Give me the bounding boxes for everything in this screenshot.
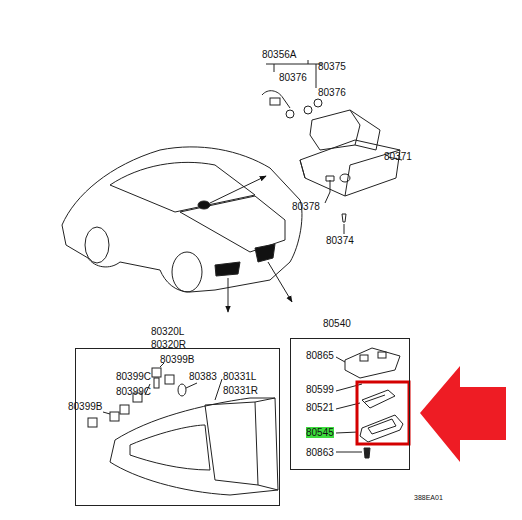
callout-number: 80399C	[116, 371, 151, 382]
callout-number: 80376	[318, 87, 346, 98]
callout-number: 80399C	[116, 386, 151, 397]
assembly-number: 80540	[323, 317, 363, 330]
callout-number: 80331L	[223, 371, 256, 382]
callout-number: 80599	[306, 384, 334, 395]
callout-number: 80356A	[262, 49, 296, 60]
callout-number: 388EA01	[414, 492, 443, 503]
callout-number: 80399B	[68, 401, 102, 412]
callout-number: 80378	[292, 201, 320, 212]
callout-number: 80375	[318, 61, 346, 72]
callout-number: 80374	[326, 235, 354, 246]
callout-number: 80865	[306, 350, 334, 361]
callout-number: 80376	[279, 72, 307, 83]
assembly-number: 80320L 80320R	[151, 325, 191, 351]
callout-number: 80545	[306, 427, 334, 438]
callout-number: 80863	[306, 447, 334, 458]
callout-number: 80371	[384, 151, 412, 162]
callout-number: 80521	[306, 402, 334, 413]
callout-number: 80383	[189, 371, 217, 382]
callout-number: 80399B	[160, 354, 194, 365]
callout-number: 80331R	[223, 385, 258, 396]
